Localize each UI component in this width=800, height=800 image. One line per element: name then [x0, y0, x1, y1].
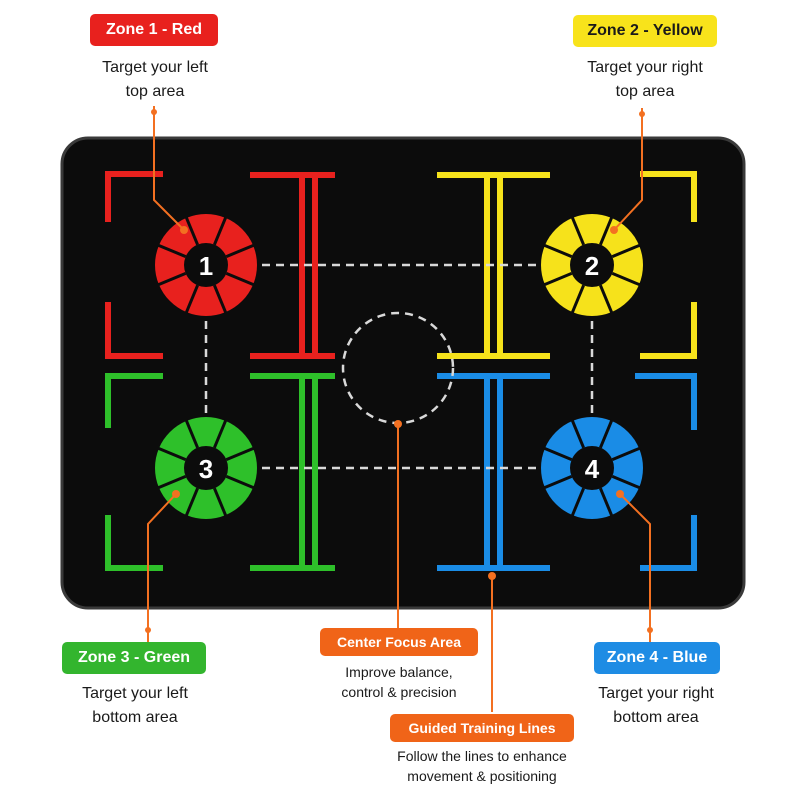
callout-dot-bottom: [145, 627, 151, 633]
zone-2-desc-line-1: Target your right: [587, 59, 703, 76]
target-segment-divider: [184, 487, 199, 517]
green-corner-bracket-top: [105, 373, 163, 428]
zone-4-description: Target your right bottom area: [556, 682, 756, 730]
target-segment-divider: [599, 284, 614, 314]
callout-line-zone-1: [153, 106, 185, 231]
target-center-1: [184, 243, 228, 287]
guided-lines-description: Follow the lines to enhance movement & p…: [372, 746, 592, 786]
callout-dot-top: [151, 109, 157, 115]
red-zone-lines: [105, 171, 335, 359]
target-segment-divider: [184, 284, 199, 314]
target-segment-divider: [611, 446, 641, 461]
callout-dots: [145, 109, 653, 633]
blue-corner-bracket-top: [635, 373, 697, 430]
green-zone-lines: [105, 373, 335, 571]
blue-zone-lines: [437, 373, 697, 571]
target-segment-divider: [599, 419, 614, 449]
red-corner-bracket-top: [105, 171, 163, 222]
target-segment-divider: [570, 284, 585, 314]
target-segment-divider: [213, 419, 228, 449]
zone-3-desc-line-2: bottom area: [92, 709, 178, 726]
target-segment-divider: [157, 446, 187, 461]
red-corner-bracket-bottom: [105, 302, 163, 359]
target-segment-divider: [599, 216, 614, 246]
target-segment-divider: [213, 284, 228, 314]
target-segment-divider: [611, 272, 641, 287]
target-circle-1: [155, 214, 257, 316]
target-segment-divider: [570, 487, 585, 517]
target-segment-divider: [543, 475, 573, 490]
target-segment-divider: [543, 446, 573, 461]
target-segment-divider: [543, 243, 573, 258]
center-focus-desc-line-2: control & precision: [341, 684, 457, 700]
target-segment-divider: [213, 216, 228, 246]
zone-1-badge: Zone 1 - Red: [90, 14, 218, 46]
zone-3-description: Target your left bottom area: [35, 682, 235, 730]
blue-corner-bracket-bottom: [640, 515, 697, 571]
zone-2-badge: Zone 2 - Yellow: [573, 15, 717, 47]
green-corner-bracket-bottom: [105, 515, 163, 571]
zone-1-description: Target your left top area: [55, 56, 255, 104]
target-segment-divider: [157, 243, 187, 258]
target-circle-2: [541, 214, 643, 316]
target-segment-divider: [184, 419, 199, 449]
target-segment-divider: [213, 487, 228, 517]
zone-4-desc-line-1: Target your right: [598, 685, 714, 702]
zone-1-desc-line-1: Target your left: [102, 59, 208, 76]
center-focus-description: Improve balance, control & precision: [298, 662, 500, 702]
guided-lines-badge: Guided Training Lines: [390, 714, 574, 742]
center-focus-badge: Center Focus Area: [320, 628, 478, 656]
target-center-3: [184, 446, 228, 490]
target-segment-divider: [157, 272, 187, 287]
zone-4-desc-line-2: bottom area: [613, 709, 699, 726]
target-segment-divider: [599, 487, 614, 517]
zone-3-desc-line-1: Target your left: [82, 685, 188, 702]
zone-3-badge: Zone 3 - Green: [62, 642, 206, 674]
zone-2-description: Target your right top area: [545, 56, 745, 104]
target-number-1: 1: [199, 251, 213, 281]
target-segment-divider: [611, 475, 641, 490]
target-center-4: [570, 446, 614, 490]
callout-dot-target: [172, 490, 180, 498]
callout-dot-bottom: [647, 627, 653, 633]
target-number-4: 4: [585, 454, 600, 484]
callout-line-zone-3: [147, 493, 177, 642]
callout-dot-target: [610, 226, 618, 234]
yellow-corner-bracket-top: [640, 171, 697, 222]
target-segment-divider: [543, 272, 573, 287]
target-center-2: [570, 243, 614, 287]
target-segment-divider: [570, 216, 585, 246]
target-segment-divider: [225, 475, 255, 490]
target-circle-3: [155, 417, 257, 519]
zone-1-desc-line-2: top area: [125, 83, 185, 100]
zone-4-badge: Zone 4 - Blue: [594, 642, 720, 674]
zone-2-desc-line-2: top area: [615, 83, 675, 100]
yellow-corner-bracket-bottom: [640, 302, 697, 359]
callout-dot-center: [394, 420, 402, 428]
callout-dot-target: [616, 490, 624, 498]
callout-dot-top: [639, 111, 645, 117]
center-focus-desc-line-1: Improve balance,: [345, 664, 453, 680]
target-segment-divider: [570, 419, 585, 449]
target-segment-divider: [225, 243, 255, 258]
target-number-3: 3: [199, 454, 213, 484]
callout-line-zone-2: [613, 108, 643, 231]
target-segment-divider: [225, 446, 255, 461]
target-segment-divider: [611, 243, 641, 258]
target-segment-divider: [225, 272, 255, 287]
callout-dot-guided: [488, 572, 496, 580]
target-segment-divider: [157, 475, 187, 490]
callout-line-zone-4: [619, 493, 651, 642]
target-number-2: 2: [585, 251, 599, 281]
guided-lines-desc-line-2: movement & positioning: [407, 768, 557, 784]
guided-lines-desc-line-1: Follow the lines to enhance: [397, 748, 567, 764]
callout-dot-target: [180, 226, 188, 234]
target-segment-divider: [184, 216, 199, 246]
callout-lines: [147, 106, 651, 712]
